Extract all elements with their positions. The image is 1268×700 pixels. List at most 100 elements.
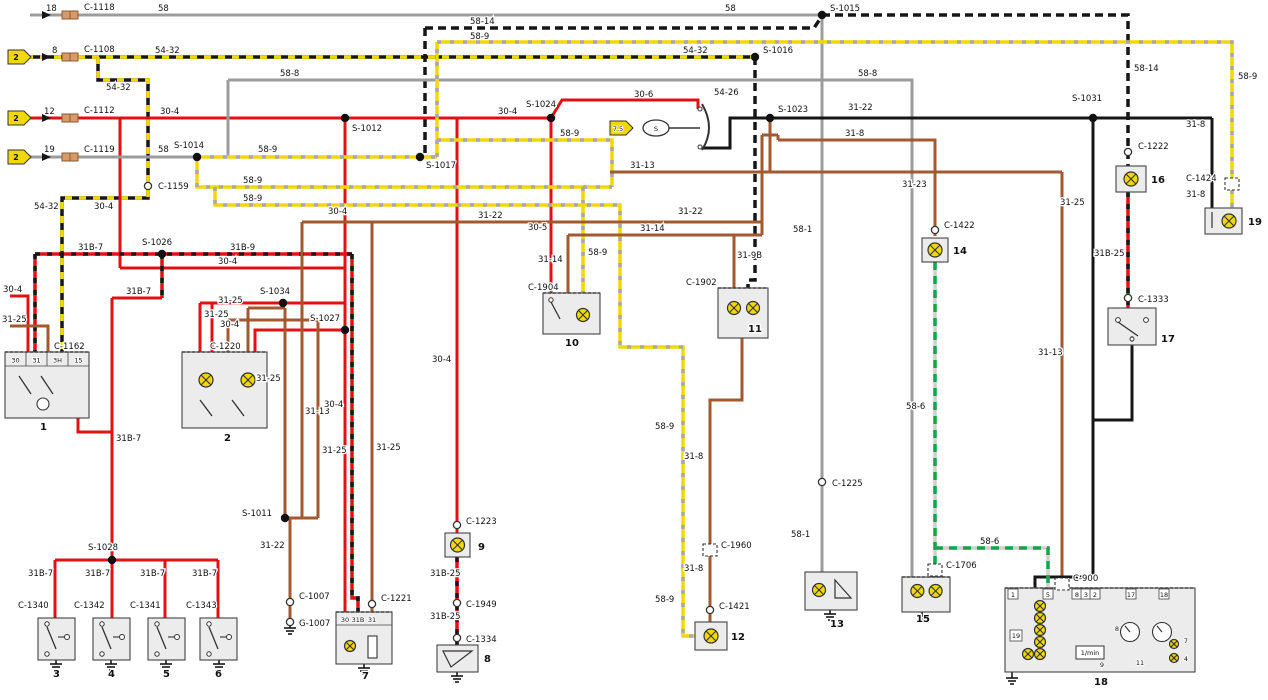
wire-label: 58-8 xyxy=(858,69,877,79)
wire-label: 58-9 xyxy=(588,248,607,258)
terminal-label: 17 xyxy=(1127,591,1135,599)
terminal-label: 4 xyxy=(1184,655,1188,663)
component-19-number: 19 xyxy=(1248,217,1262,228)
wire-label: 54-32 xyxy=(106,83,131,93)
wire-label: 31-8 xyxy=(1186,120,1205,130)
switch-pin xyxy=(44,621,50,627)
component-9-box xyxy=(444,532,471,558)
switch-pin xyxy=(154,651,160,657)
wire-label: 58-14 xyxy=(1134,64,1159,74)
splice-label: S-1031 xyxy=(1072,94,1102,104)
connector-label: C-1162 xyxy=(54,342,85,352)
terminal-label: 3 xyxy=(1084,591,1088,599)
wire-label: 31-8 xyxy=(1186,190,1205,200)
wire-yellowdash-overlay xyxy=(437,138,614,187)
wire-redblack-overlay xyxy=(350,254,360,612)
wire-label: 31B-25 xyxy=(1094,249,1125,259)
terminal-label: 31 xyxy=(32,357,40,365)
flow-arrow-icon xyxy=(42,153,51,161)
wire-label: 58-1 xyxy=(793,225,812,235)
terminal-label: 9 xyxy=(1100,661,1104,669)
wire-label: 12 xyxy=(44,107,55,117)
component-4-box xyxy=(92,617,131,661)
wire-label: 30-4 xyxy=(324,400,343,410)
switch-pin xyxy=(1115,317,1121,323)
wire-label: 30-4 xyxy=(94,202,113,212)
terminal-label: 1 xyxy=(1011,591,1015,599)
splice-dot xyxy=(107,555,117,565)
component-9-number: 9 xyxy=(478,542,485,553)
inline-connector-icon xyxy=(452,520,462,530)
splice-dot xyxy=(546,113,556,123)
lamp-icon xyxy=(452,539,463,551)
connector-label: C-1421 xyxy=(719,602,750,612)
terminal-label: 31 xyxy=(368,616,376,624)
lamp-icon xyxy=(577,309,589,321)
wire-label: 58-1 xyxy=(791,530,810,540)
component-2-box xyxy=(181,351,268,429)
wire-label: 30-4 xyxy=(432,355,451,365)
wire-label: 58 xyxy=(158,145,169,155)
switch-contact xyxy=(226,634,232,640)
lamp-icon xyxy=(1035,601,1045,611)
lamp-icon xyxy=(705,630,717,642)
connector-label: C-1706 xyxy=(946,561,977,571)
wire-blackdash xyxy=(822,13,1130,166)
wire-red xyxy=(253,328,345,352)
wire-label: 31-25 xyxy=(2,315,27,325)
connector-label: C-1220 xyxy=(210,342,241,352)
splice-label: S-1023 xyxy=(778,105,808,115)
component-2-number: 2 xyxy=(224,433,231,444)
component-5-number: 5 xyxy=(163,669,170,680)
gauge-needle xyxy=(1124,625,1131,633)
wire-label: 58-6 xyxy=(980,537,999,547)
component-6-number: 6 xyxy=(215,669,222,680)
inline-connector-icon xyxy=(817,477,827,487)
wire-label: 58-9 xyxy=(243,194,262,204)
terminal xyxy=(1125,588,1137,600)
wire-label: 31-25 xyxy=(256,374,281,384)
splice-label: S-1028 xyxy=(88,543,118,553)
wire-label: 30-6 xyxy=(634,90,653,100)
component-16-number: 16 xyxy=(1151,175,1165,186)
terminal xyxy=(1042,588,1054,600)
wire-black xyxy=(702,116,1212,150)
switch-lever xyxy=(40,375,54,395)
switch-pin xyxy=(548,297,554,303)
page-tag-label: 2 xyxy=(13,53,19,62)
component-11-number: 11 xyxy=(748,324,762,335)
ignition-pin xyxy=(697,144,703,150)
wire-label: 31-14 xyxy=(538,255,563,265)
wire-label: 30-4 xyxy=(218,257,237,267)
lamp-icon xyxy=(200,374,212,386)
page-tag-label: 2 xyxy=(13,153,19,162)
resistor-icon xyxy=(367,635,378,659)
connector-label: C-1960 xyxy=(721,541,752,551)
wire-label: 58-14 xyxy=(470,17,495,27)
switch-pin xyxy=(206,651,212,657)
connector-label: C-1112 xyxy=(84,106,115,116)
wire-label: 31B-7 xyxy=(85,569,110,579)
splice-dot xyxy=(415,152,425,162)
splice-dot xyxy=(340,113,350,123)
wire-label: 31-22 xyxy=(478,211,503,221)
page-tag xyxy=(7,149,32,165)
connector-label: C-1333 xyxy=(1138,295,1169,305)
component-15-number: 15 xyxy=(916,614,930,625)
wire-label: 31-13 xyxy=(1038,348,1063,358)
connector-label: C-1221 xyxy=(381,594,412,604)
splice-label: S-1011 xyxy=(242,509,272,519)
wire-label: 31-25 xyxy=(204,310,229,320)
component-8-number: 8 xyxy=(484,654,491,665)
splice-dot xyxy=(750,52,760,62)
inline-connector-icon xyxy=(702,543,718,557)
rotary-icon xyxy=(36,397,50,411)
wire-label: 31B-9 xyxy=(230,243,255,253)
inline-connector-icon xyxy=(143,181,153,191)
ignition-pin xyxy=(697,106,703,112)
wire-label: 31-13 xyxy=(630,161,655,171)
wire-red xyxy=(76,418,112,434)
terminal-label: 19 xyxy=(1012,632,1020,640)
lamp-icon xyxy=(1035,649,1045,659)
lamp-icon xyxy=(1023,649,1033,659)
